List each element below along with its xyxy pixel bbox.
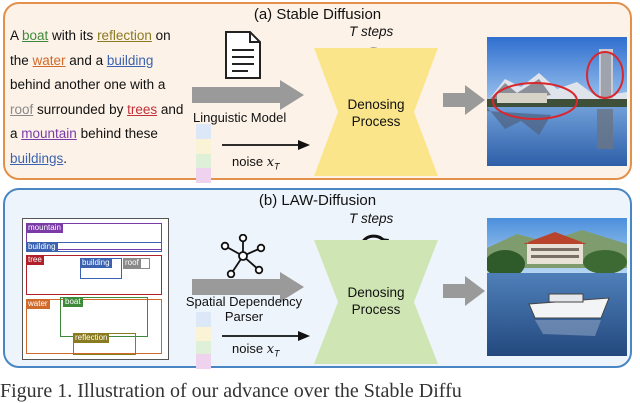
panel-b-title: (b) LAW-Diffusion	[258, 192, 377, 209]
arrow-to-output-b	[443, 276, 485, 306]
arrow-to-output-a	[443, 85, 485, 115]
document-icon	[225, 31, 261, 79]
text-prompt: A boat with its reflection on the water …	[10, 24, 190, 171]
denoising-process-b	[314, 240, 438, 364]
arrow-to-denoise-a	[192, 80, 304, 110]
boat-tag: boat	[63, 297, 83, 307]
embedding-chip	[196, 139, 211, 154]
prompt-word-building: building	[106, 52, 154, 68]
reflection-box: reflection	[73, 333, 136, 355]
prompt-text: surrounded by	[33, 101, 128, 117]
noise-label-a: noise xT	[232, 154, 280, 172]
prompt-text: behind these	[76, 126, 158, 141]
generated-image-law-diffusion	[487, 218, 627, 356]
mountain-box: mountain	[26, 223, 162, 250]
mountain-tag: mountain	[26, 223, 63, 233]
prompt-word-trees: trees	[127, 101, 158, 117]
noise-arrow-b	[222, 331, 310, 341]
prompt-text: A	[10, 28, 23, 43]
prompt-word-water: water	[32, 52, 66, 68]
t-steps-label-b: T steps	[349, 211, 394, 226]
figure-caption: Figure 1. Illustration of our advance ov…	[0, 380, 462, 402]
building-box: building	[26, 242, 162, 252]
denoising-process-a	[314, 48, 438, 176]
graph-icon	[220, 234, 266, 278]
embedding-chip	[196, 354, 211, 369]
prompt-text: with its	[48, 28, 98, 43]
embedding-chip	[196, 168, 211, 183]
roof-box: roof	[123, 258, 150, 269]
building-box: building	[80, 258, 122, 279]
prompt-word-mountain: mountain	[21, 126, 77, 141]
prompt-word-buildings: buildings	[10, 150, 64, 166]
tree-tag: tree	[26, 255, 44, 265]
water-tag: water	[26, 299, 50, 309]
t-steps-label-a: T steps	[349, 24, 394, 39]
prompt-word-reflection: reflection	[97, 28, 152, 43]
prompt-word-boat: boat	[22, 28, 49, 43]
generated-image-stable-diffusion	[487, 37, 627, 166]
arrow-to-denoise-b	[192, 272, 304, 302]
roof-tag: roof	[123, 258, 141, 268]
prompt-text: on the	[10, 28, 171, 68]
prompt-text: and a	[10, 101, 184, 142]
embedding-chip	[196, 327, 211, 342]
water-box: water	[26, 299, 162, 354]
boat-box: boat	[60, 297, 148, 337]
reflection-tag: reflection	[73, 333, 110, 343]
prompt-text: .	[63, 150, 68, 166]
embedding-chip	[196, 154, 211, 169]
prompt-word-roof: roof	[10, 101, 34, 117]
linguistic-model-label: Linguistic Model	[193, 110, 287, 125]
tree-box: tree	[26, 255, 162, 295]
embedding-chip	[196, 312, 211, 327]
layout-diagram: mountain building tree building roof wat…	[22, 218, 169, 360]
prompt-text: and a	[65, 52, 107, 68]
embedding-chip	[196, 124, 211, 139]
building-tag: building	[80, 258, 112, 268]
building-tag: building	[26, 242, 58, 252]
prompt-text: behind another one with a	[10, 77, 166, 92]
panel-a-title: (a) Stable Diffusion	[253, 6, 382, 23]
noise-label-b: noise xT	[232, 341, 280, 359]
embedding-chip	[196, 341, 211, 356]
noise-arrow-a	[222, 140, 310, 150]
